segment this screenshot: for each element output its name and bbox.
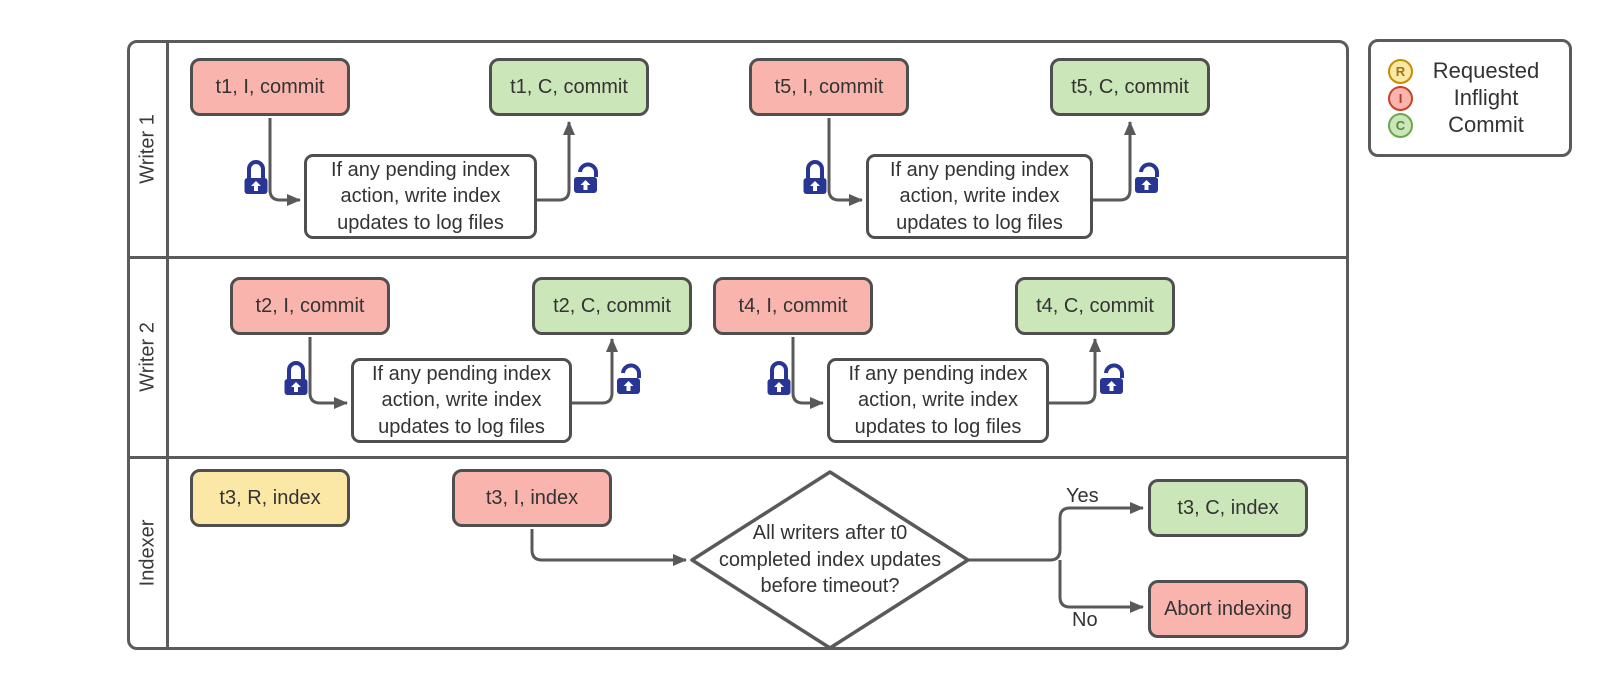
legend-label: Inflight (1453, 85, 1519, 110)
decision-yes-label: Yes (1066, 485, 1099, 507)
legend-label: Commit (1448, 112, 1524, 137)
connector-process-to-t1-commit (537, 121, 575, 202)
node-t5-commit: t5, C, commit (1050, 58, 1210, 116)
node-t4-commit: t4, C, commit (1015, 277, 1175, 335)
decision-diamond (690, 470, 970, 650)
node-t2-inflight: t2, I, commit (230, 277, 390, 335)
node-t1-commit: t1, C, commit (489, 58, 649, 116)
connector-process-to-t5-commit (1093, 121, 1136, 202)
commit-state-icon: C (1388, 112, 1413, 138)
connector-t4-inflight-to-process (791, 337, 824, 409)
connector-process-to-t4-commit (1049, 338, 1101, 405)
lane-label-writer2: Writer 2 (136, 322, 159, 392)
lane-label-indexer: Indexer (136, 519, 159, 587)
connector-t2-inflight-to-process (308, 337, 348, 409)
connector-decision-yes (968, 502, 1144, 562)
node-t1-inflight: t1, I, commit (190, 58, 350, 116)
node-t3-requested: t3, R, index (190, 469, 350, 527)
lane-header-divider (166, 42, 169, 648)
connector-t3-inflight-to-decision (530, 529, 687, 566)
legend-item-requested: R Requested (1388, 58, 1559, 85)
node-t4-inflight: t4, I, commit (713, 277, 873, 335)
node-t5-inflight: t5, I, commit (749, 58, 909, 116)
connector-decision-no (1058, 560, 1144, 613)
node-abort-indexing: Abort indexing (1148, 580, 1308, 638)
lane-label-writer1: Writer 1 (136, 114, 159, 184)
inflight-state-icon: I (1388, 85, 1413, 111)
node-t2-commit: t2, C, commit (532, 277, 692, 335)
process-note-writer1-a: If any pending index action, write index… (304, 154, 537, 239)
process-note-writer1-b: If any pending index action, write index… (866, 154, 1093, 239)
connector-t5-inflight-to-process (827, 118, 863, 206)
connector-t1-inflight-to-process (268, 118, 301, 206)
requested-state-icon: R (1388, 58, 1413, 84)
connector-process-to-t2-commit (572, 338, 618, 405)
swimlane-pool (127, 40, 1349, 650)
decision-question: All writers after t0 completed index upd… (718, 522, 942, 598)
process-note-writer2-a: If any pending index action, write index… (351, 358, 572, 443)
legend-item-inflight: I Inflight (1388, 85, 1559, 112)
lane-separator (129, 256, 1347, 259)
legend-label: Requested (1432, 58, 1540, 83)
process-note-writer2-b: If any pending index action, write index… (827, 358, 1049, 443)
node-t3-inflight: t3, I, index (452, 469, 612, 527)
lane-separator (129, 456, 1347, 459)
decision-no-label: No (1072, 609, 1098, 631)
legend-item-commit: C Commit (1388, 112, 1559, 139)
legend: R Requested I Inflight C Commit (1368, 39, 1572, 157)
node-t3-commit: t3, C, index (1148, 479, 1308, 537)
